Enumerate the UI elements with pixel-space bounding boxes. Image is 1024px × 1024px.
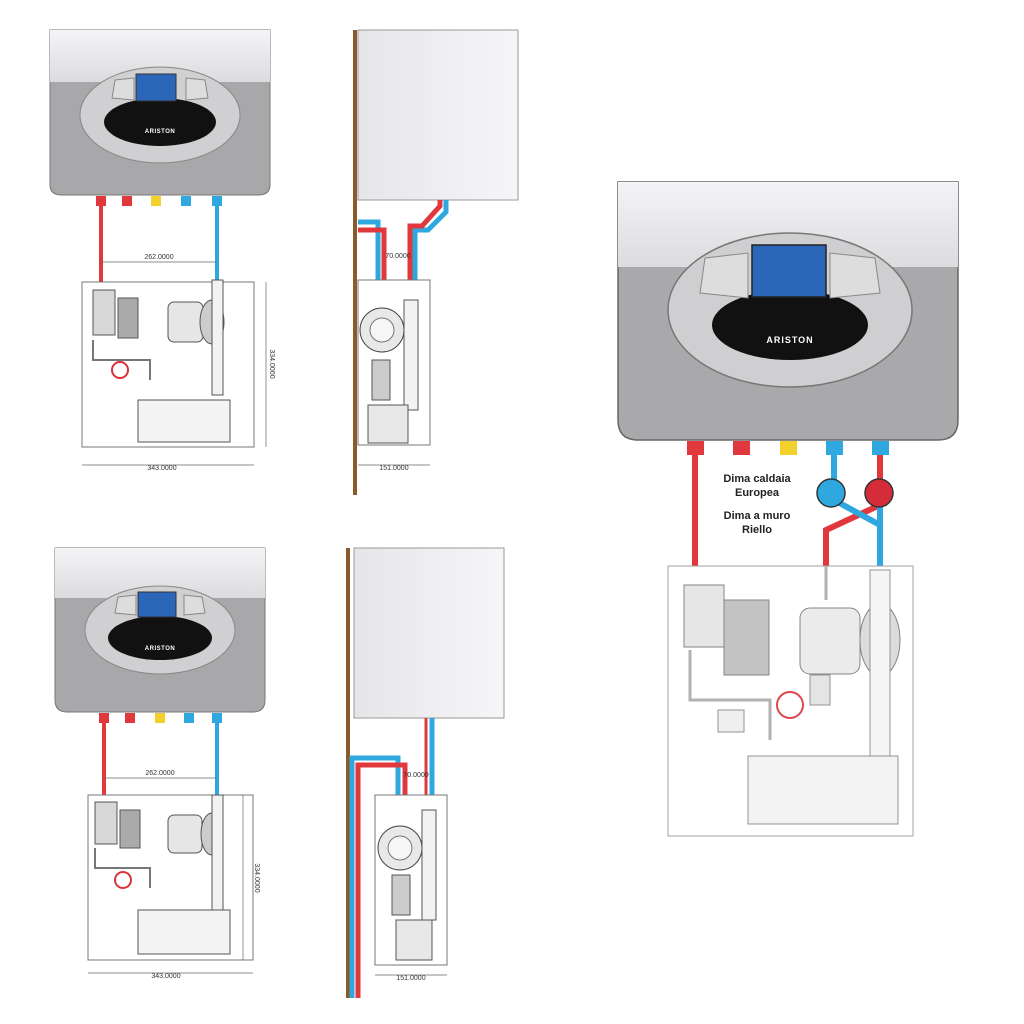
dimension-width: 262.0000 [144, 254, 173, 261]
hot-connection-ring [864, 478, 894, 508]
brand-logo: ARISTON [145, 646, 175, 652]
dimension-depth-top: 70.0000 [403, 772, 428, 779]
hydraulic-module-top [81, 279, 255, 448]
brand-logo: ARISTON [766, 335, 813, 345]
hydraulic-module-side-bottom [374, 794, 448, 966]
side-view-bottom: 70.0000 151.0000 [346, 547, 505, 998]
cold-connection-ring [816, 478, 846, 508]
label-template-wall: Dima a muro [724, 510, 791, 522]
connection-stubs-bottom [99, 713, 222, 723]
display-screen [751, 244, 827, 298]
side-view-top: 70.0000 151.0000 [353, 29, 519, 495]
connection-stubs-top [96, 196, 222, 206]
dimension-height: 334.0000 [253, 863, 260, 892]
label-template-wall-2: Riello [742, 524, 772, 536]
boiler-side-top [357, 29, 519, 201]
boiler-front-large: ARISTON [617, 181, 959, 441]
label-template-boiler: Dima caldaia [723, 473, 791, 485]
dimension-depth-side: 151.0000 [396, 975, 425, 982]
dimension-width: 262.0000 [145, 770, 174, 777]
boiler-side-bottom [353, 547, 505, 719]
label-template-boiler-2: Europea [735, 487, 780, 499]
connection-stubs-large [687, 441, 889, 455]
boiler-front-bottom: ARISTON [54, 547, 266, 713]
dimension-outer-width: 343.0000 [147, 465, 176, 472]
front-view-top: ARISTON 262.0000 343.0000 334.0000 [49, 29, 275, 472]
hydraulic-module-large [667, 565, 914, 837]
valve-icon [776, 691, 804, 719]
hydraulic-module-side-top [357, 279, 431, 446]
dimension-outer-width: 343.0000 [151, 973, 180, 980]
boiler-front-top: ARISTON [49, 29, 271, 196]
brand-logo: ARISTON [145, 129, 175, 135]
front-view-bottom: ARISTON 262.0000 343.0000 334.0000 [54, 547, 266, 980]
dimension-height: 334.0000 [268, 349, 275, 378]
detail-view: ARISTON Dima caldaia Europea Dima a muro… [617, 181, 959, 837]
hydraulic-module-bottom [87, 794, 254, 961]
dimension-depth-side: 151.0000 [379, 465, 408, 472]
dimension-depth-top: 70.0000 [385, 253, 410, 260]
